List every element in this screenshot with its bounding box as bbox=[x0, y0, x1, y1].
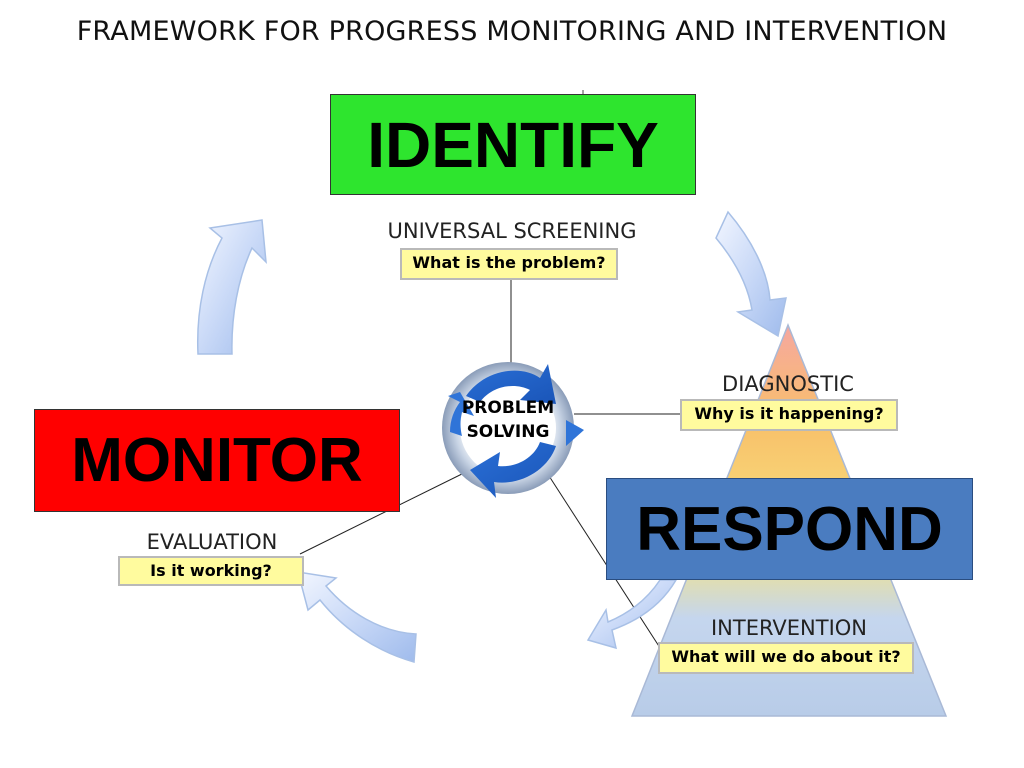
stage-identify: IDENTIFY bbox=[330, 94, 696, 195]
connector-intervention bbox=[539, 461, 665, 655]
question-happening: Why is it happening? bbox=[680, 399, 898, 431]
question-do-about: What will we do about it? bbox=[658, 642, 914, 674]
label-evaluation: EVALUATION bbox=[146, 530, 278, 554]
connector-evaluation bbox=[299, 469, 471, 555]
arrow-respond-down-icon bbox=[586, 579, 678, 650]
label-intervention: INTERVENTION bbox=[710, 616, 868, 640]
stage-respond: RESPOND bbox=[606, 478, 973, 580]
question-working: Is it working? bbox=[118, 556, 304, 586]
problem-solving-label: PROBLEM SOLVING bbox=[440, 396, 576, 444]
arrow-monitor-to-identify-icon bbox=[196, 219, 267, 355]
problem-solving-line2: SOLVING bbox=[466, 422, 550, 442]
arrow-to-monitor-icon bbox=[296, 571, 417, 663]
arrow-identify-to-respond-icon bbox=[715, 210, 787, 338]
problem-solving-cycle-icon bbox=[442, 362, 584, 498]
problem-solving-line1: PROBLEM bbox=[461, 398, 555, 418]
question-problem: What is the problem? bbox=[400, 248, 618, 280]
page-title: FRAMEWORK FOR PROGRESS MONITORING AND IN… bbox=[76, 16, 948, 47]
label-diagnostic: DIAGNOSTIC bbox=[722, 372, 854, 396]
label-universal-screening: UNIVERSAL SCREENING bbox=[387, 219, 637, 243]
stage-monitor: MONITOR bbox=[34, 409, 400, 512]
